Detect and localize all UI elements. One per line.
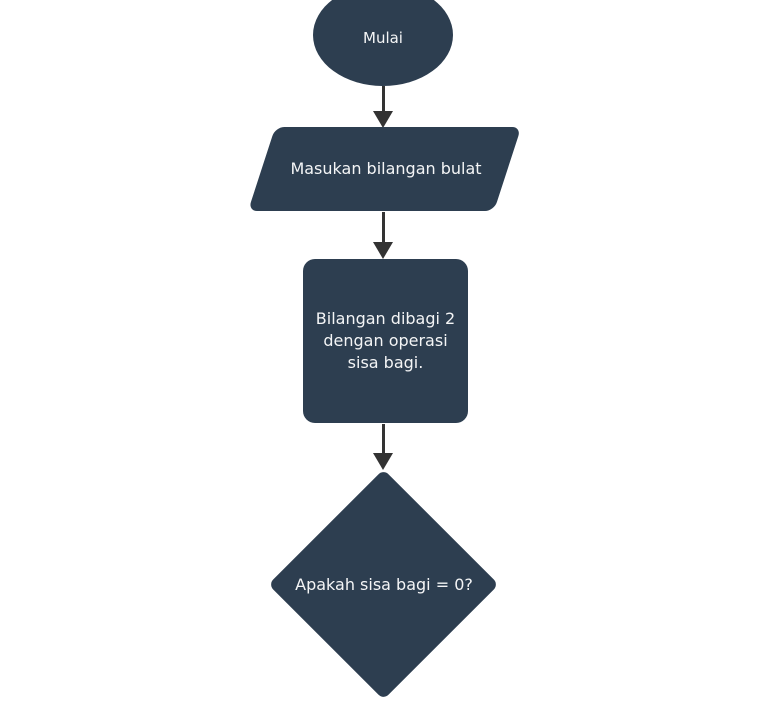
arrow-input-to-process-head-icon xyxy=(373,242,393,259)
process-node xyxy=(303,259,468,423)
arrow-start-to-input-head-icon xyxy=(373,111,393,128)
input-parallelogram-node xyxy=(248,127,522,211)
start-terminator-node xyxy=(313,0,453,86)
arrow-input-to-process-line xyxy=(382,212,385,243)
arrow-start-to-input-line xyxy=(382,86,385,112)
arrow-process-to-decision-head-icon xyxy=(373,453,393,470)
decision-diamond-node xyxy=(268,469,499,700)
arrow-process-to-decision-line xyxy=(382,424,385,454)
